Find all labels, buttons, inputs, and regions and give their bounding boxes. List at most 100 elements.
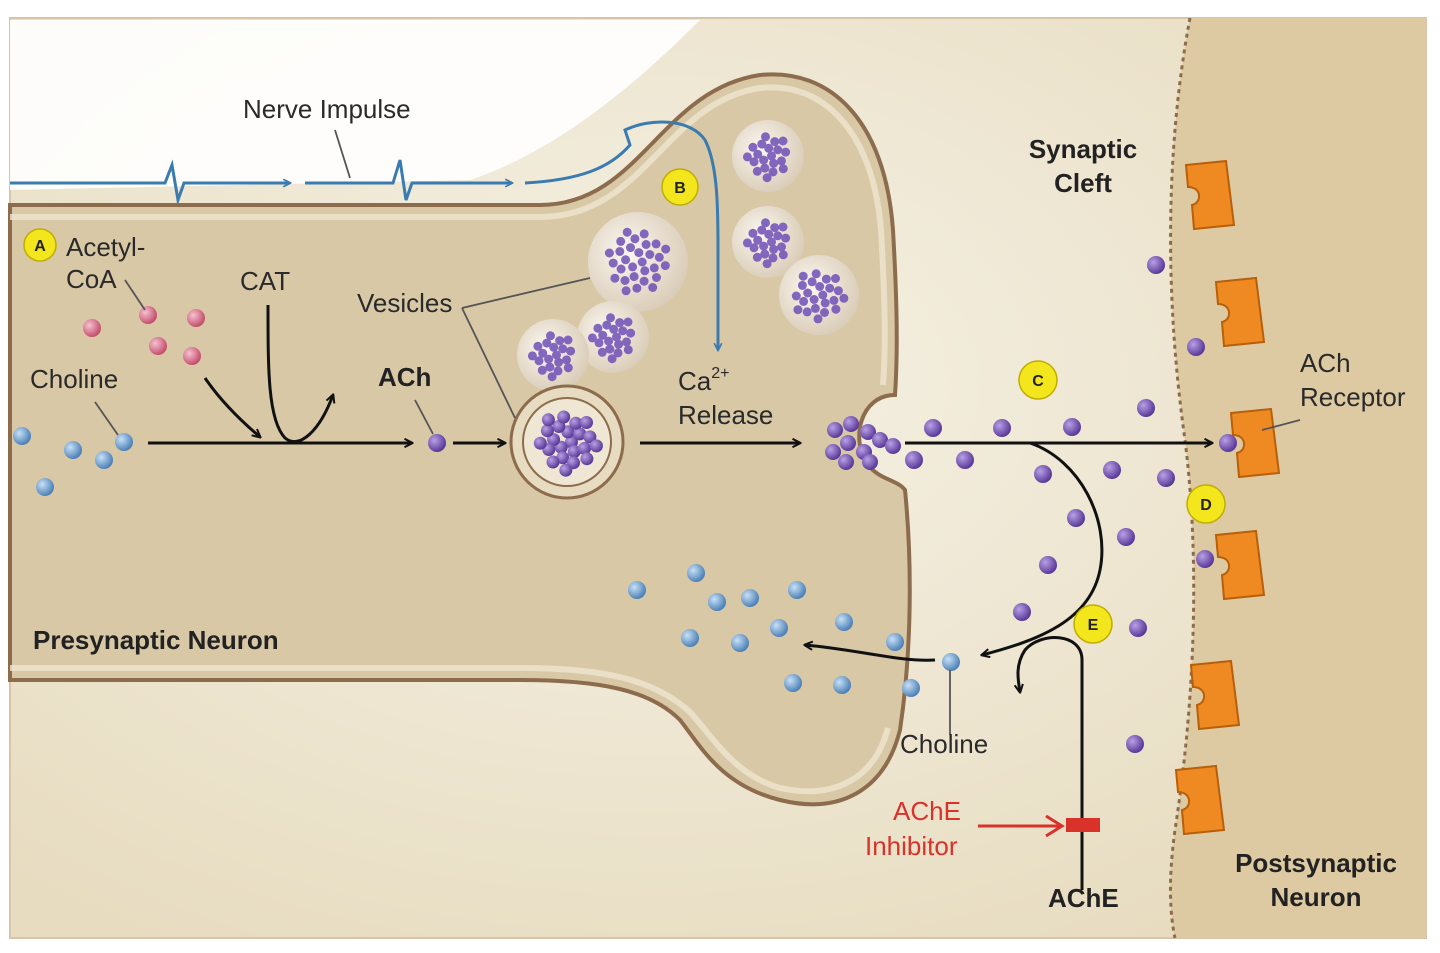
vesicle-ach-blob	[833, 286, 843, 296]
choline-molecule	[115, 433, 133, 451]
vesicle-ach-blob	[829, 295, 839, 305]
released-ach-molecule	[860, 424, 876, 440]
vesicle-ach-blob	[791, 291, 801, 301]
badge-a: A	[23, 228, 57, 262]
vesicle-ach-blob	[839, 293, 849, 303]
vesicle-ach-blob	[752, 166, 762, 176]
badge-e: E	[1073, 604, 1113, 644]
vesicle-ach-blob	[637, 257, 647, 267]
vesicle-ach-blob	[757, 225, 767, 235]
ach-molecule	[1219, 434, 1237, 452]
badge-b: B	[661, 168, 699, 206]
svg-text:A: A	[34, 238, 46, 255]
vesicle-ach-blob	[593, 323, 603, 333]
choline-molecule	[13, 427, 31, 445]
vesicle-ach-blob	[773, 231, 783, 241]
choline-molecule	[770, 619, 788, 637]
label-choline-cleft: Choline	[900, 729, 988, 759]
label-ache: AChE	[1048, 883, 1119, 913]
ach-receptor	[1214, 529, 1266, 601]
vesicle-ach-blob	[767, 237, 776, 247]
vesicle-ach-blob	[598, 330, 608, 340]
acetyl-coa-molecule	[183, 347, 201, 365]
vesicle-ach-blob	[820, 298, 830, 308]
label-vesicles: Vesicles	[357, 288, 452, 318]
vesicle-ach-blob	[545, 362, 555, 372]
vesicle-ach-blob	[752, 252, 762, 262]
vesicle-ach-blob	[608, 258, 618, 268]
vesicle-contents	[527, 132, 849, 382]
vesicle-ach-blob	[769, 244, 779, 254]
vesicle-ach-blob	[654, 252, 664, 262]
vesicle-ach-blob	[615, 318, 625, 328]
vesicle-ach-blob	[639, 276, 649, 286]
vesicle-ach-blob	[616, 264, 626, 274]
badge-c: C	[1018, 360, 1058, 400]
ach-molecule	[1067, 509, 1085, 527]
ache-inhibitor-arrow	[978, 814, 1100, 838]
vesicle-ach-blob	[811, 269, 821, 279]
vesicle-ach-blob	[778, 164, 788, 174]
acetyl-coa-molecule	[187, 309, 205, 327]
vesicle-ach-blob	[661, 244, 671, 254]
vesicle-ach-blob	[770, 223, 780, 233]
choline-molecule	[741, 589, 759, 607]
vesicle-ach-blob	[802, 307, 812, 317]
choline-molecules	[13, 427, 960, 697]
vesicle-ach-blob	[546, 331, 555, 341]
vesicle-ach-blob	[527, 351, 537, 361]
released-ach-molecule	[827, 422, 843, 438]
vesicle-ach-blob	[769, 158, 779, 168]
vesicle-ach-blob	[809, 295, 819, 304]
postsynaptic-membrane	[1168, 17, 1196, 939]
vesicle-ach-blob	[610, 273, 620, 283]
docked-ach-molecule	[567, 445, 581, 458]
vesicle-ach-blob	[652, 273, 661, 282]
label-acetyl-coa-1: Acetyl-	[66, 232, 145, 262]
label-synaptic-cleft-2: Cleft	[1054, 168, 1112, 198]
vesicle-ach-blob	[587, 333, 597, 343]
vesicle-ach-blob	[749, 157, 759, 167]
ach-molecule	[1034, 465, 1052, 483]
released-ach-molecule	[838, 454, 854, 470]
vesicle-ach-blob	[609, 324, 619, 334]
label-choline-pre: Choline	[30, 364, 118, 394]
vesicle-ach-blob	[604, 336, 614, 346]
vesicle-ach-blob	[793, 305, 803, 315]
docked-ach-molecule	[533, 436, 547, 450]
vesicle-ach-blob	[605, 344, 615, 354]
label-presynaptic-neuron: Presynaptic Neuron	[33, 625, 279, 655]
vesicle-ach-blob	[630, 234, 640, 244]
ach-molecules	[428, 256, 1237, 753]
vesicle-ach-blob	[648, 283, 658, 292]
vesicle-ach-blob	[815, 282, 825, 291]
vesicle-ach-blob	[742, 238, 752, 248]
choline-molecule	[833, 676, 851, 694]
label-ach-receptor-1: ACh	[1300, 348, 1351, 378]
vesicle-ach-blob	[639, 229, 649, 239]
vesicle-ach-blob	[748, 228, 758, 238]
vesicle-ach-blob	[760, 163, 770, 173]
ach-receptors	[1174, 159, 1281, 836]
vesicle-ach-blob	[563, 335, 573, 345]
vesicle-ach-blob	[621, 255, 631, 265]
vesicle-ach-blob	[626, 243, 635, 253]
vesicle-ach-blob	[753, 149, 763, 159]
ach-molecule	[1126, 735, 1144, 753]
docked-ach-molecule	[578, 441, 591, 455]
vesicle-ach-blob	[533, 341, 543, 351]
vesicle-ach-blob	[594, 338, 604, 348]
vesicle-ach-blob	[767, 151, 776, 161]
vesicle-ach-blob	[542, 338, 552, 348]
choline-molecule	[687, 564, 705, 582]
vesicle-ach-blob	[555, 336, 565, 346]
vesicle-ach-blob	[621, 286, 631, 296]
label-postsynaptic-2: Neuron	[1271, 882, 1362, 912]
choline-molecule	[835, 613, 853, 631]
vesicle-ach-blob	[566, 346, 576, 356]
vesicle-ach-blob	[613, 348, 623, 358]
ach-molecule	[1039, 556, 1057, 574]
vesicle-ach-blob	[623, 345, 633, 355]
vesicle-ach-blob	[777, 156, 786, 166]
vesicle-ach-blob	[777, 242, 786, 252]
